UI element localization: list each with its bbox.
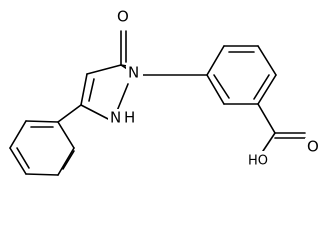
bond-n2-n1 bbox=[116, 83, 129, 112]
bond-ring-carboxyl bbox=[257, 103, 276, 134]
bond-c3-phenyl bbox=[57, 104, 82, 123]
carboxyl-o-bg bbox=[305, 138, 323, 156]
bond-c3-n2 bbox=[80, 104, 113, 122]
bond-bz-3-4 bbox=[257, 45, 277, 76]
bond-ph-4-5 bbox=[25, 173, 59, 176]
bond-carboxyl-oh bbox=[260, 132, 276, 155]
atom-labels: O N N H O HO bbox=[110, 8, 319, 169]
bond-ph-inner-b bbox=[16, 147, 30, 169]
carboxyl-oxygen-label: O bbox=[307, 138, 319, 156]
bond-layer bbox=[9, 30, 306, 176]
bond-bz-6-1 bbox=[206, 74, 225, 105]
n2-bg bbox=[108, 109, 143, 127]
bond-bz-4-5 bbox=[257, 74, 277, 105]
chemical-structure-canvas: O N N H O HO bbox=[9, 7, 323, 176]
bond-bz-inner-b bbox=[253, 74, 270, 100]
ring-nitrogen-2-label: N bbox=[110, 109, 121, 127]
bond-bz-1-2 bbox=[206, 45, 225, 76]
bond-ph-inner-c bbox=[62, 150, 75, 170]
hydroxyl-bg bbox=[247, 151, 276, 171]
carbonyl-oxygen-label: O bbox=[117, 8, 129, 26]
bond-ph-5-6 bbox=[57, 147, 75, 176]
nh-hydrogen-label: H bbox=[124, 109, 135, 127]
bond-c5-c4 bbox=[86, 64, 122, 75]
n1-bg bbox=[126, 64, 143, 82]
carbonyl-o-bg bbox=[115, 8, 132, 26]
bond-ph-1-2 bbox=[25, 120, 59, 123]
carboxyl-hydroxyl-label: HO bbox=[248, 154, 268, 169]
ring-nitrogen-1-label: N bbox=[128, 64, 139, 82]
bond-c4-c3-outer bbox=[80, 73, 88, 106]
bond-bz-inner-c bbox=[213, 74, 230, 99]
bond-ph-3-4 bbox=[9, 147, 27, 175]
bond-c4-c3-inner bbox=[88, 78, 95, 102]
bond-ph-6-1 bbox=[57, 121, 75, 149]
bond-ph-2-3 bbox=[9, 120, 27, 149]
